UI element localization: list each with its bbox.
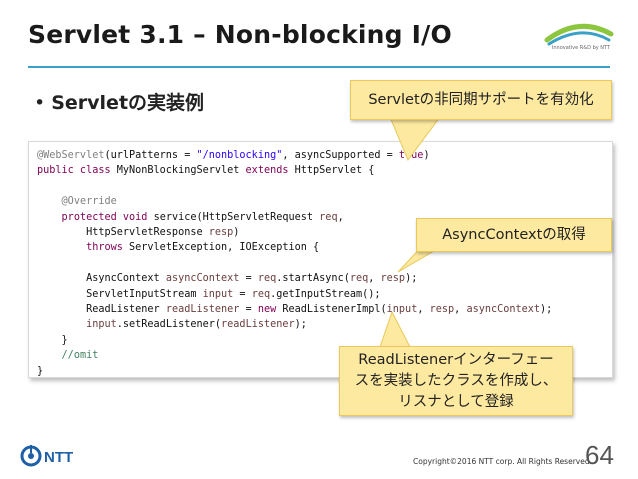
code-token (37, 350, 62, 361)
code-token: @WebServlet (37, 150, 105, 161)
code-token: req (251, 288, 271, 300)
callout-async-support: Servletの非同期サポートを有効化 (350, 80, 612, 120)
code-line: //omit (37, 350, 99, 362)
code-line: ServletInputStream input = req.getInputS… (37, 288, 381, 300)
code-token: protected void (61, 211, 154, 223)
code-token: ReadListenerImpl( (282, 304, 387, 316)
callout-read-listener-line-2: スを実装したクラスを作成し、 (354, 373, 558, 389)
code-token: asyncContext (165, 273, 240, 285)
code-line: public class MyNonBlockingServlet extend… (37, 165, 374, 176)
code-line: input.setReadListener(readListener); (37, 319, 307, 330)
code-listing: @WebServlet(urlPatterns = "/nonblocking"… (37, 148, 552, 379)
callout-async-context: AsyncContextの取得 (416, 218, 612, 252)
code-token: "/nonblocking" (196, 150, 283, 161)
code-line: @Override (37, 196, 117, 207)
code-token: ReadListener (37, 304, 166, 316)
bullet-mark: • (34, 92, 46, 114)
code-line: protected void service(HttpServletReques… (37, 212, 344, 223)
code-token: (urlPatterns = (104, 150, 197, 161)
code-line: @WebServlet(urlPatterns = "/nonblocking"… (37, 150, 430, 161)
ntt-logo: NTT (20, 445, 73, 467)
code-token: ); (294, 319, 307, 331)
code-token: extends (245, 165, 295, 177)
page-number: 64 (585, 440, 614, 470)
code-token (37, 319, 86, 330)
code-token: @Override (61, 196, 117, 208)
callout-read-listener-line-3: リスナとして登録 (398, 394, 514, 410)
code-token: .setReadListener( (116, 319, 222, 331)
code-token: req (257, 273, 277, 285)
code-token: ServletInputStream (37, 288, 203, 300)
ntt-logo-text: NTT (44, 449, 73, 466)
code-token: ) (233, 227, 240, 239)
callout-tail-async-support (390, 116, 441, 162)
ntt-rd-logo (544, 23, 614, 46)
code-token: new (257, 304, 283, 316)
code-line: ReadListener readListener = new ReadList… (37, 304, 552, 315)
code-token (37, 196, 62, 207)
callout-read-listener-line-1: ReadListenerインターフェー (358, 352, 554, 368)
callout-read-listener: ReadListenerインターフェー スを実装したクラスを作成し、 リスナとし… (339, 346, 573, 416)
code-token: , (337, 211, 344, 223)
code-token: input (386, 304, 418, 316)
code-token: , (368, 273, 381, 285)
logo-text: Innovative R&D by NTT (551, 45, 611, 51)
code-token: resp (380, 273, 406, 285)
code-token: readListener (165, 304, 240, 316)
slide-title: Servlet 3.1 – Non-blocking I/O (28, 20, 452, 49)
code-token: resp (208, 227, 234, 239)
code-token: HttpServlet { (294, 165, 375, 177)
code-token (37, 212, 62, 223)
code-token: , asyncSupported = (282, 150, 399, 161)
code-token: req (349, 273, 369, 285)
code-token: input (202, 288, 234, 300)
code-token: req (319, 211, 338, 223)
code-token: ) (423, 150, 430, 161)
code-token: asyncContext (466, 304, 541, 316)
code-token: , (417, 304, 430, 316)
callout-tail-read-listener (379, 312, 411, 348)
code-line: AsyncContext asyncContext = req.startAsy… (37, 273, 417, 284)
code-token: readListener (221, 319, 295, 331)
code-token: = (239, 304, 258, 316)
copyright: Copyright©2016 NTT corp. All Rights Rese… (413, 457, 592, 466)
code-token: .getInputStream(); (270, 288, 381, 300)
code-line: } (37, 335, 68, 346)
code-token (37, 242, 86, 253)
code-token: , (454, 304, 467, 316)
code-line: throws ServletException, IOException { (37, 242, 319, 253)
code-token: = (239, 273, 258, 285)
code-token: resp (429, 304, 455, 316)
code-token: ); (405, 273, 418, 285)
code-token: = (233, 288, 252, 300)
code-token: public class (37, 165, 117, 177)
code-token: MyNonBlockingServlet (116, 165, 246, 177)
code-line: } (37, 366, 43, 377)
code-token: .startAsync( (276, 273, 350, 285)
code-token: ); (540, 304, 553, 316)
code-token: service(HttpServletRequest (153, 211, 320, 223)
code-token: } (37, 334, 68, 346)
code-token: } (37, 365, 44, 377)
title-rule (28, 66, 610, 68)
bullet-text: Servletの実装例 (51, 92, 205, 114)
code-block: @WebServlet(urlPatterns = "/nonblocking"… (28, 141, 613, 378)
code-token: input (86, 319, 117, 331)
code-token: //omit (61, 350, 99, 362)
code-token: HttpServletResponse (37, 227, 209, 239)
code-token: AsyncContext (37, 273, 166, 285)
bullet-item: •Servletの実装例 (34, 88, 204, 115)
code-token: ServletException, IOException { (129, 242, 320, 254)
code-line: HttpServletResponse resp) (37, 227, 239, 238)
code-token: throws (86, 242, 130, 254)
